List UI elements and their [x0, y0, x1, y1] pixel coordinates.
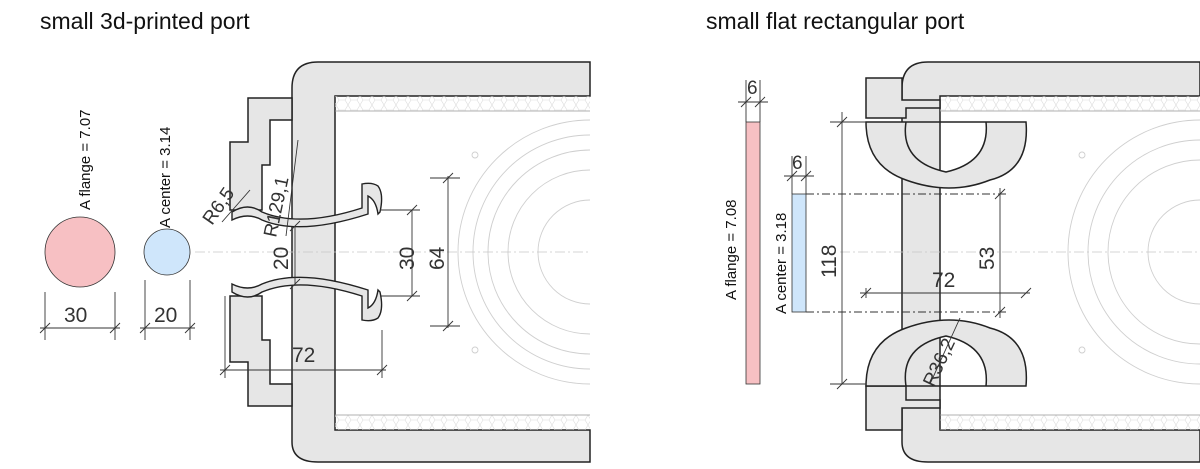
dim-mouth-text: 30 [396, 247, 419, 270]
right-flange-area-label: A flange = 7.08 [723, 199, 740, 300]
port-tube-bottom [231, 276, 383, 322]
hex-fill-bottom-right [940, 415, 1200, 430]
dim-center-dia-text: 20 [154, 304, 177, 327]
port-flange-bottom [229, 295, 293, 407]
dim-length-right-text: 72 [932, 269, 955, 292]
dim-flange-dia [39, 292, 121, 340]
dim-outer [430, 172, 460, 332]
dim-throat-text: 20 [270, 247, 293, 270]
left-flange-area-label: A flange = 7.07 [77, 109, 94, 210]
center-area-rect [791, 193, 807, 313]
half-ring-bottom [865, 319, 1028, 387]
dim-length-right [860, 287, 1032, 299]
right-flange-top [865, 77, 941, 119]
port-flange-top [229, 97, 293, 211]
dim-center-w [784, 156, 814, 194]
right-panel-title: small flat rectangular port [706, 8, 965, 34]
dim-flange-dia-text: 30 [64, 304, 87, 327]
port-tube-top [231, 182, 383, 228]
enclosure-wall-left [291, 61, 591, 463]
center-area-circle [143, 228, 191, 276]
right-center-area-label: A center = 3.18 [773, 213, 790, 314]
dim-mouth [380, 204, 420, 302]
dim-gap [806, 188, 1008, 318]
flange-area-rect [745, 121, 761, 385]
dim-length-left [219, 296, 388, 378]
dim-flange-w-text: 6 [747, 78, 758, 99]
dim-length-left-text: 72 [292, 344, 315, 367]
left-panel-title: small 3d-printed port [40, 8, 250, 34]
half-ring-top [865, 121, 1028, 189]
hex-fill-top-left [335, 96, 590, 111]
dim-throat [289, 220, 301, 290]
dim-outer-text: 64 [426, 246, 449, 270]
dim-center-dia [139, 280, 196, 340]
dim-gap-text: 53 [976, 247, 999, 270]
dim-r-large-text: R129,1 [260, 175, 293, 239]
flange-area-circle [44, 216, 116, 288]
left-center-area-label: A center = 3.14 [157, 127, 174, 228]
dim-center-w-text: 6 [792, 153, 803, 174]
dim-height-text: 118 [818, 245, 841, 278]
hex-fill-top-right [940, 96, 1200, 111]
dim-flange-w [738, 80, 768, 122]
dim-height [830, 112, 866, 390]
hex-fill-bottom-left [335, 415, 590, 430]
